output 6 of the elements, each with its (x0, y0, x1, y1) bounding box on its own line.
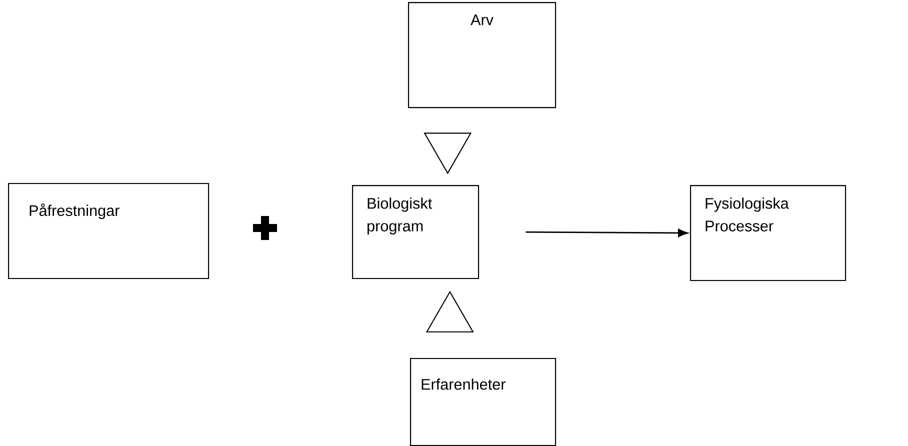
process-box: Fysiologiska Processer (690, 185, 846, 282)
process-box: Arv (408, 2, 556, 108)
process-box: Påfrestningar (8, 183, 210, 280)
process-box: Erfarenheter (410, 358, 556, 446)
arrow (526, 228, 688, 238)
process-box: Biologiskt program (352, 185, 480, 280)
